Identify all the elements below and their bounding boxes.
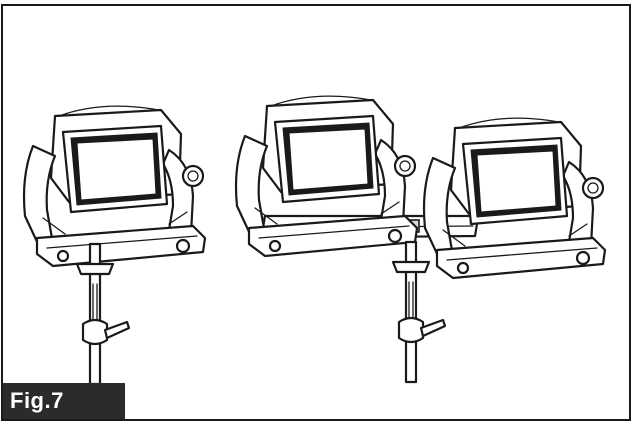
work-light-illustration bbox=[22, 95, 607, 386]
figure-label: Fig.7 bbox=[3, 383, 125, 419]
left-pole bbox=[75, 242, 131, 386]
figure-frame: Fig.7 bbox=[1, 4, 631, 421]
left-lamp bbox=[22, 105, 207, 268]
right-lamp bbox=[422, 117, 607, 280]
center-lamp bbox=[234, 95, 419, 258]
